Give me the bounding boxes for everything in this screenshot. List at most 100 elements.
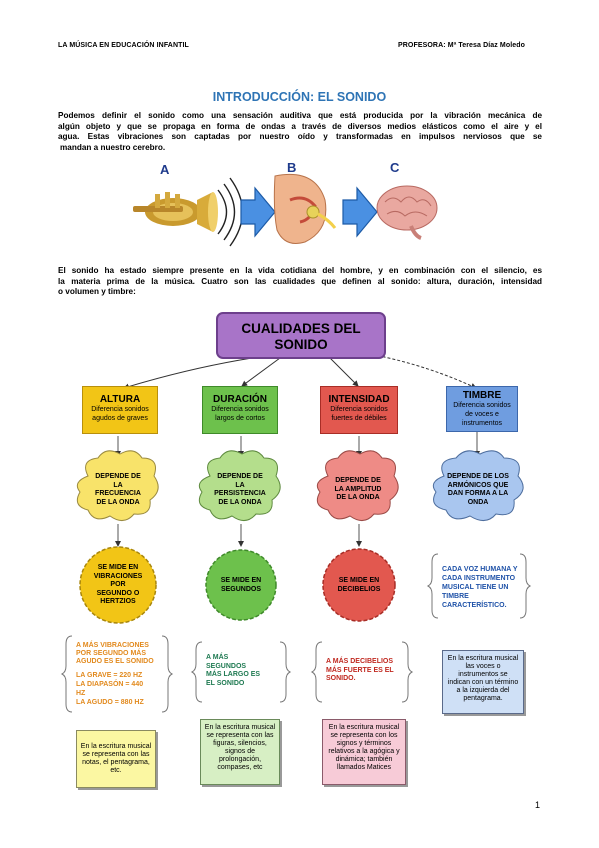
root-line: CUALIDADES DEL [241,321,361,336]
note-line: dinámica; también [335,756,393,763]
note-line: instrumentos se [458,671,508,678]
note-line: En la escritura musical [80,743,152,750]
note-line: En la escritura musical [328,724,400,731]
note-timbre: En la escritura musical las voces o inst… [442,650,524,714]
cloud-line: ONDA [467,498,489,506]
intro-line: agua. Estas vibraciones son captadas por… [58,132,542,141]
note-line: prolongación, [218,756,262,763]
root-line: SONIDO [274,337,328,352]
bracket-line: TIMBRE [442,593,469,600]
note-line: se representa con los [330,732,398,739]
cloud-line: ARMÓNICOS QUE [447,481,509,489]
sound-diagram [133,173,438,247]
bracket-line: AGUDO ES EL SONIDO [76,658,154,665]
note-line: indican con un término [447,679,519,686]
bracket-line: SEGUNDOS [206,662,247,670]
circle-line: POR [110,581,126,588]
note-line: signos de [225,748,255,755]
circle-shape-duracion [205,549,277,621]
note-duracion: En la escritura musical se representa co… [200,719,280,785]
category-sub: Diferencia sonidos [211,406,269,413]
cloud-line: DEPENDE DE [335,477,381,484]
cloud-shape-timbre [432,450,524,521]
note-line: notas, el pentagrama, [82,759,150,766]
bracket-line: MÁS FUERTE ES EL [326,666,394,674]
circle-shape-intensidad [322,548,396,622]
cloud-line: DE LA ONDA [96,498,140,506]
intro-line: algún objeto y que se propaga en forma d… [58,121,542,131]
page-number: 1 [535,800,541,810]
second-line: o volumen y timbre: [58,287,136,296]
note-line: En la escritura musical [447,655,519,662]
intro-paragraph: Podemos definir el sonido como una sensa… [58,111,542,153]
cloud-line: DEPENDE DE LOS [447,473,509,480]
category-title: INTENSIDAD [328,394,390,405]
bracket-line: A MÁS DECIBELIOS [326,658,394,665]
cloud-shape-duracion [198,450,281,521]
bracket-line: SONIDO. [326,675,356,682]
note-line: pentagrama. [463,695,503,702]
category-sub: agudos de graves [92,415,148,422]
category-sub: Diferencia sonidos [91,406,149,413]
bracket-line: CARACTERÍSTICO. [442,602,507,609]
note-line: a la izquierda del [456,687,510,694]
note-line: llamados Matices [336,764,392,771]
page-title: INTRODUCCIÓN: EL SONIDO [212,90,387,104]
trumpet-icon [133,192,218,232]
header-left: LA MÚSICA EN EDUCACIÓN INFANTIL [58,42,189,49]
circle-shape-altura [79,546,157,624]
bracket-line: CADA INSTRUMENTO [442,575,516,582]
category-sub: largos de cortos [215,415,265,422]
note-line: se representa con las [206,732,274,739]
brain-icon [376,185,438,240]
category-intensidad: INTENSIDAD Diferencia sonidos fuertes de… [320,386,398,434]
category-duracion: DURACIÓN Diferencia sonidos largos de co… [202,386,278,434]
bracket-line: CADA VOZ HUMANA Y [442,566,518,573]
category-timbre: TIMBRE Diferencia sonidos de voces e ins… [446,386,518,432]
bracket-line: HZ [76,690,86,697]
cloud-line: LA [235,481,245,489]
second-line: El sonido ha estado siempre presente en … [58,266,542,275]
bracket-line: MÁS LARGO ES [206,671,261,678]
note-altura: En la escritura musical se representa co… [76,730,156,788]
cloud-line: PERSISTENCIA [214,490,266,497]
note-line: se representa con las [82,751,150,758]
bracket-line: A MÁS [206,654,229,661]
bracket-line: A MÁS VIBRACIONES [76,642,149,649]
cloud-line: LA [113,481,123,489]
root-node-cualidades: CUALIDADES DEL SONIDO [216,312,386,359]
ear-icon [273,173,337,244]
circle-line: VIBRACIONES [93,572,143,580]
circle-line: SEGUNDOS [220,585,262,593]
arrow-right-icon [240,186,276,238]
bracket-line: LA DIAPASÓN = 440 [76,681,144,688]
cloud-line: FRECUENCIA [95,490,141,497]
second-line: la materia prima de la música. Cuatro so… [58,276,542,286]
bracket-line: EL SONIDO [206,679,245,687]
header-right: PROFESORA: Mª Teresa Díaz Moledo [398,42,526,49]
cloud-shape-intensidad [316,450,399,521]
cloud-line: DE LA ONDA [336,494,380,501]
second-paragraph: El sonido ha estado siempre presente en … [58,266,542,298]
circle-line: HERTZIOS [100,598,136,605]
note-line: figuras, silencios, [213,740,267,747]
category-title: TIMBRE [462,390,502,401]
arrow-right-icon [342,186,378,238]
category-sub: de voces e [465,411,499,418]
category-sub: Diferencia sonidos [330,406,388,413]
category-title: DURACIÓN [213,394,267,405]
cloud-line: DEPENDE DE [217,473,263,480]
cloud-shape-altura [76,450,159,521]
intro-line: Podemos definir el sonido como una sensa… [58,111,542,120]
circle-line: SE MIDE EN [97,564,139,571]
bracket-line: MUSICAL TIENE UN [442,584,509,591]
label-c: C [390,160,400,175]
category-sub: Diferencia sonidos [453,402,511,409]
label-b: B [287,160,297,175]
note-line: compases, etc [217,764,263,771]
category-sub: fuertes de débiles [331,415,387,422]
label-a: A [160,162,170,177]
note-line: relativos a la agógica y [328,748,400,755]
